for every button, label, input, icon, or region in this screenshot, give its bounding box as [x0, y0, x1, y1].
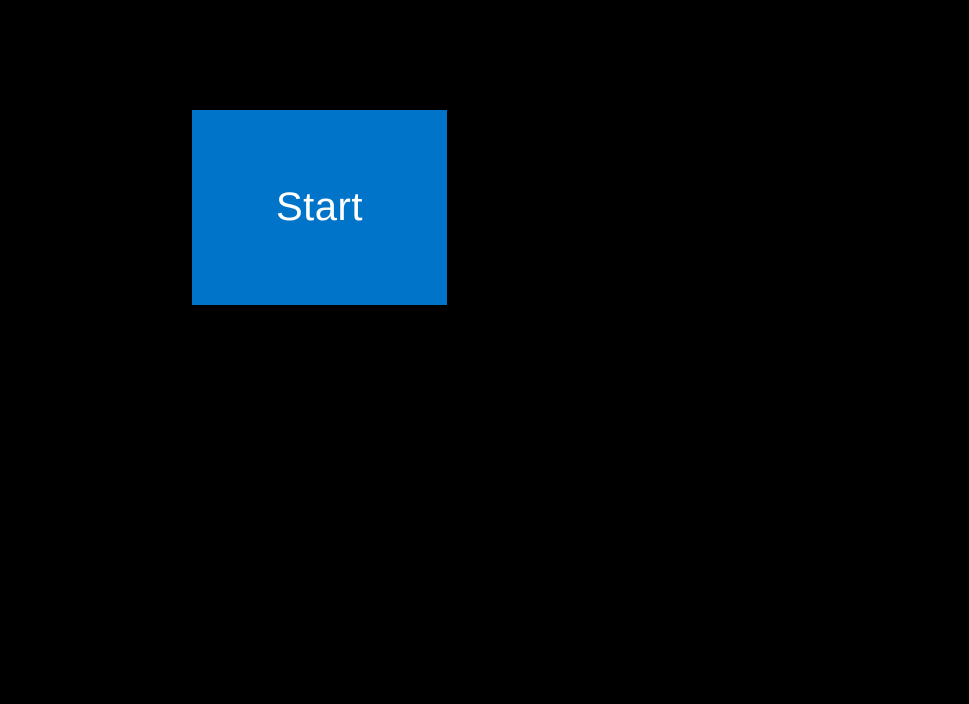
start-button[interactable]: Start	[192, 110, 447, 305]
start-button-label: Start	[276, 185, 363, 229]
